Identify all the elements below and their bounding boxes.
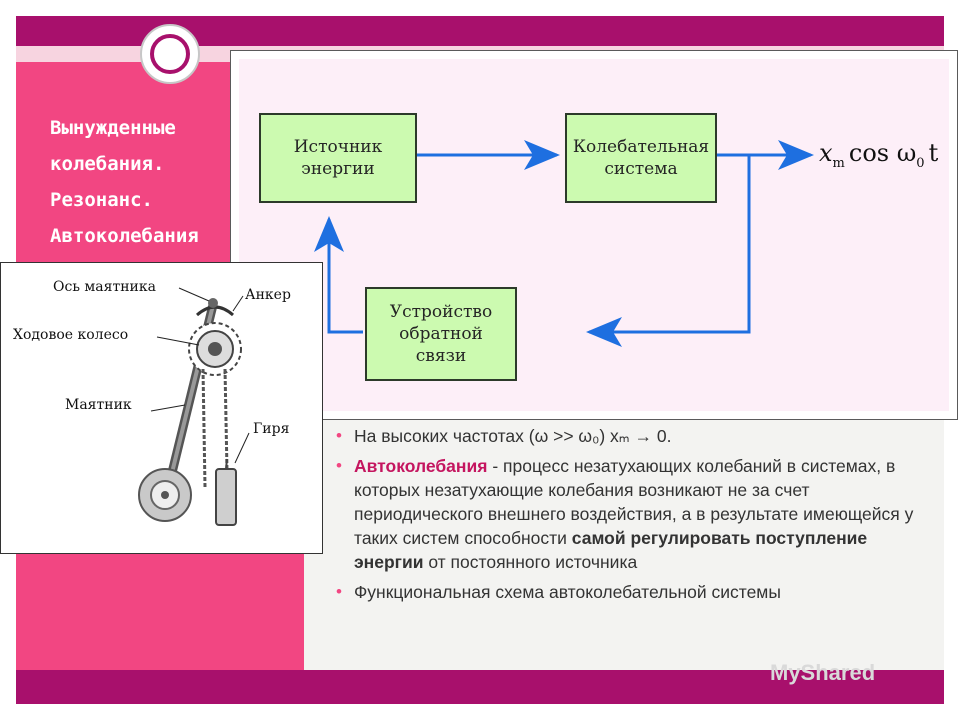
label-escape-wheel: Ходовое колесо (13, 327, 129, 343)
output-x: x (819, 139, 833, 167)
label-pendulum-axis: Ось маятника (53, 279, 156, 295)
bullet-high-frequency: На высоких частотах (ω >> ω₀) xₘ → 0. (322, 424, 932, 448)
output-cos-omega: cos ω (848, 139, 917, 167)
arrow-feedback-to-source (314, 216, 363, 334)
definition-part2: от постоянного источника (423, 552, 638, 572)
definition-part1: - процесс незатухающих колебаний в систе… (354, 456, 914, 548)
bullet-functional-scheme-text: Функциональная схема автоколебательной с… (354, 582, 781, 602)
output-omega-subscript: 0 (916, 155, 925, 171)
functional-diagram: Источник энергии Колебательная система У… (230, 50, 958, 420)
pendulum-clock-icon (138, 287, 250, 526)
diagram-canvas: Источник энергии Колебательная система У… (239, 59, 949, 411)
bottom-band (16, 670, 944, 704)
arrow-output-to-feedback (586, 155, 751, 347)
ring-logo-icon (140, 24, 200, 84)
oscillating-system-block: Колебательная система (565, 113, 717, 203)
label-pendulum: Маятник (65, 397, 132, 413)
feedback-device-block: Устройство обратной связи (365, 287, 517, 381)
output-t: t (928, 139, 939, 167)
pendulum-illustration: Ось маятника Анкер Ходовое колесо Маятни… (0, 262, 323, 554)
diagram-arrows (314, 140, 814, 347)
energy-source-block: Источник энергии (259, 113, 417, 203)
output-x-subscript: m (832, 155, 845, 171)
label-weight: Гиря (253, 421, 290, 437)
bullet-high-frequency-text: На высоких частотах (ω >> ω₀) xₘ → 0. (354, 426, 672, 446)
term-self-oscillation: Автоколебания (354, 456, 488, 476)
watermark: MyShared (770, 660, 876, 685)
slide-title: Вынужденные колебания. Резонанс. Автокол… (50, 117, 199, 247)
bullet-self-oscillation: Автоколебания - процесс незатухающих кол… (322, 454, 932, 574)
bullet-functional-scheme: Функциональная схема автоколебательной с… (322, 580, 932, 604)
definition-bold: самой регулировать поступление энергии (354, 528, 868, 572)
body-text: На высоких частотах (ω >> ω₀) xₘ → 0. Ав… (322, 410, 932, 610)
label-anchor: Анкер (245, 287, 291, 303)
